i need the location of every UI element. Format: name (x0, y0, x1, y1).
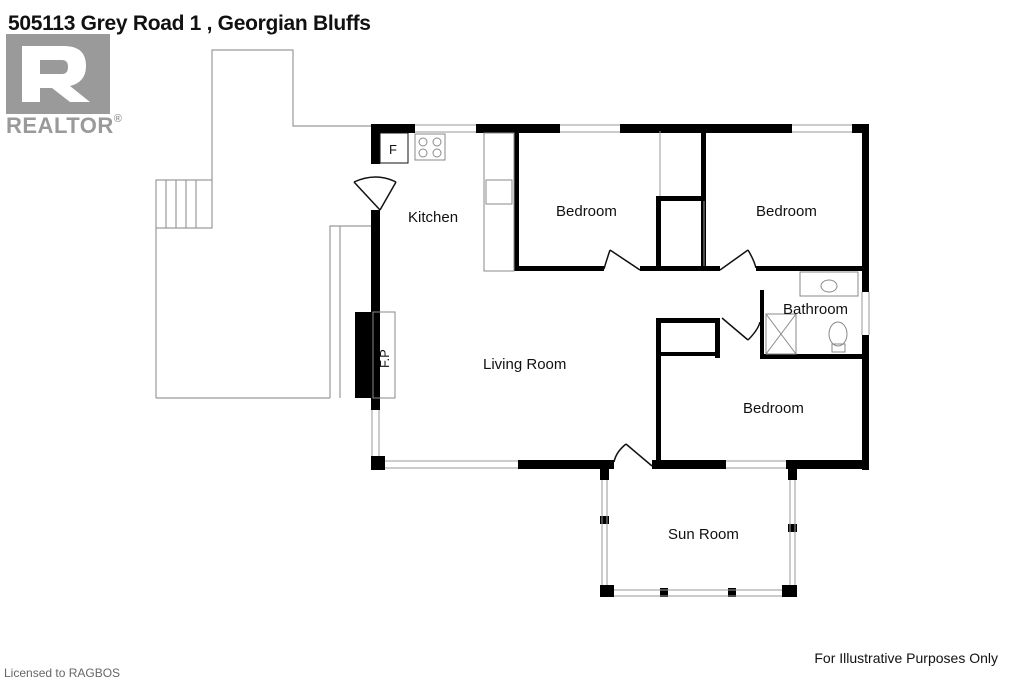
fridge (379, 132, 409, 164)
living-room-label: Living Room (483, 356, 566, 373)
disclaimer: For Illustrative Purposes Only (814, 650, 998, 666)
license-text: Licensed to RAGBOS (4, 666, 121, 680)
fireplace-hearth (372, 311, 396, 399)
page-title: 505113 Grey Road 1 , Georgian Bluffs (8, 12, 371, 35)
bathroom-label: Bathroom (783, 301, 848, 318)
kitchen-label: Kitchen (408, 209, 458, 226)
fridge-label: F (389, 142, 397, 157)
sun-room-label: Sun Room (668, 526, 739, 543)
realtor-logo (6, 34, 110, 114)
kitchen-counter (483, 132, 515, 272)
deck (155, 49, 372, 399)
bedroom-3-label: Bedroom (743, 400, 804, 417)
bathroom-sink (799, 271, 859, 297)
bedroom-1-label: Bedroom (556, 203, 617, 220)
bedroom-2-label: Bedroom (756, 203, 817, 220)
fixtures (372, 132, 859, 399)
shower (765, 313, 797, 355)
fireplace-label: F.P (377, 349, 392, 368)
windows (371, 124, 870, 597)
stove (414, 133, 446, 161)
door-swings (353, 176, 761, 467)
toilet (828, 321, 848, 347)
kitchen-sink (485, 179, 513, 205)
walls (355, 124, 869, 597)
realtor-logo-word: REALTOR® (6, 113, 123, 138)
